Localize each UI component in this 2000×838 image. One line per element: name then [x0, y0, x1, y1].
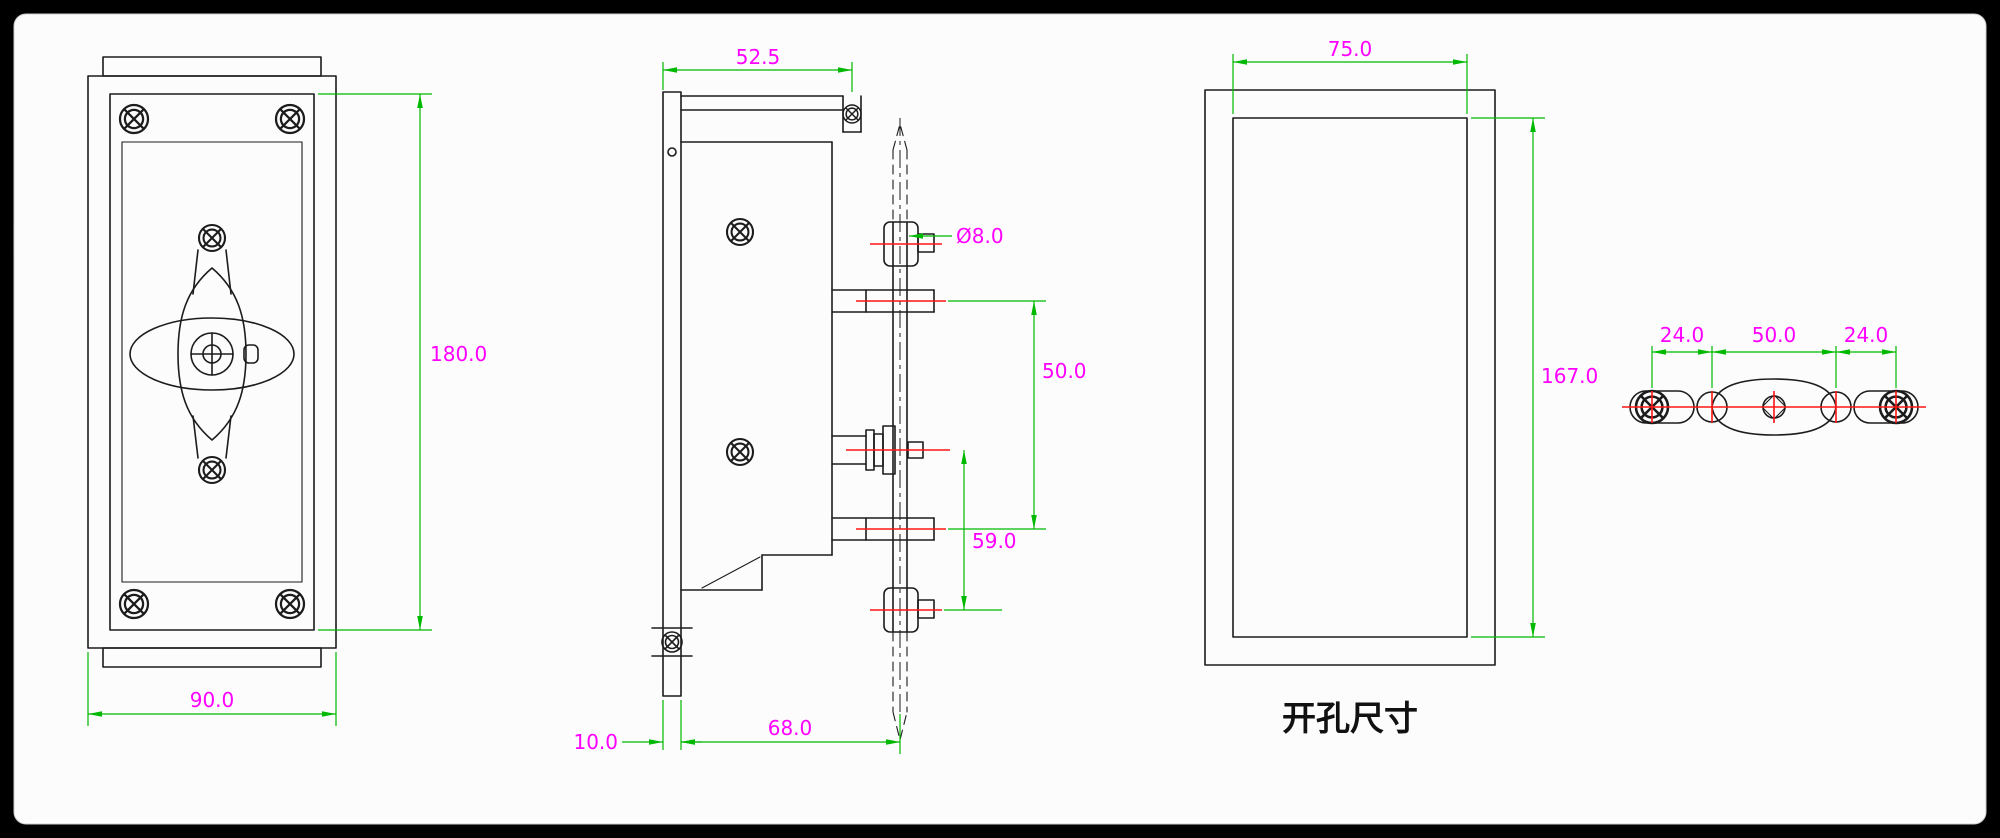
cutout-width-dimension: 75.0 [1232, 37, 1468, 114]
upper-screw [197, 223, 227, 253]
drawing-canvas [13, 13, 1987, 825]
bracket-bolt [842, 104, 862, 124]
cutout-height-dimension: 167.0 [1471, 117, 1598, 638]
stroke-span-dimension: 50.0 [948, 300, 1087, 530]
front-width-dimension: 90.0 [87, 652, 337, 726]
cam-centerlines [1622, 391, 1926, 423]
dim-label-front-height: 180.0 [430, 342, 487, 366]
front-height-dimension: 180.0 [318, 93, 487, 631]
dim-label-cam-right: 24.0 [1844, 323, 1889, 347]
dim-label-cutout-width: 75.0 [1328, 37, 1373, 61]
mounting-plate [651, 91, 693, 697]
wing-cam [129, 317, 295, 391]
dim-label-cutout-height: 167.0 [1541, 364, 1598, 388]
side-view: 52.5 Ø8.0 50.0 59.0 10.0 68.0 [573, 45, 1087, 754]
dim-label-cam-left: 24.0 [1660, 323, 1705, 347]
body-screw-upper [725, 217, 755, 247]
lower-span-dimension: 59.0 [944, 450, 1017, 611]
rod-diameter-callout: Ø8.0 [909, 224, 1004, 248]
side-nub [243, 344, 259, 364]
dim-label-rod-diameter: Ø8.0 [956, 224, 1004, 248]
dim-label-bracket-width: 52.5 [736, 45, 781, 69]
cutout-view: 75.0 167.0 开孔尺寸 [1204, 37, 1598, 738]
cam-dimensions: 24.0 50.0 24.0 [1651, 323, 1897, 388]
lower-screw [197, 455, 227, 485]
body-screw-lower [725, 437, 755, 467]
center-screw [190, 332, 234, 376]
cutout-caption: 开孔尺寸 [1282, 700, 1418, 738]
front-view-outline [87, 56, 337, 668]
cam-view: 24.0 50.0 24.0 [1622, 323, 1926, 436]
front-latch-mechanism [129, 223, 295, 485]
dim-label-lower-span: 59.0 [972, 529, 1017, 553]
dim-label-cam-center: 50.0 [1752, 323, 1797, 347]
lock-body [680, 141, 833, 591]
depth-dimension: 68.0 [681, 714, 901, 754]
dim-label-front-width: 90.0 [190, 688, 235, 712]
centerline-marks [846, 243, 950, 611]
side-bracket-width-dimension: 52.5 [662, 45, 853, 92]
dim-label-stroke-span: 50.0 [1042, 359, 1087, 383]
plate-bolt [661, 631, 683, 653]
dim-label-depth: 68.0 [768, 716, 813, 740]
dim-label-plate-thickness: 10.0 [573, 730, 618, 754]
hatched-panel-border [1204, 89, 1496, 666]
top-bracket [680, 95, 862, 133]
front-view: 180.0 90.0 [87, 56, 487, 726]
vertical-cam-lobe [177, 267, 247, 441]
